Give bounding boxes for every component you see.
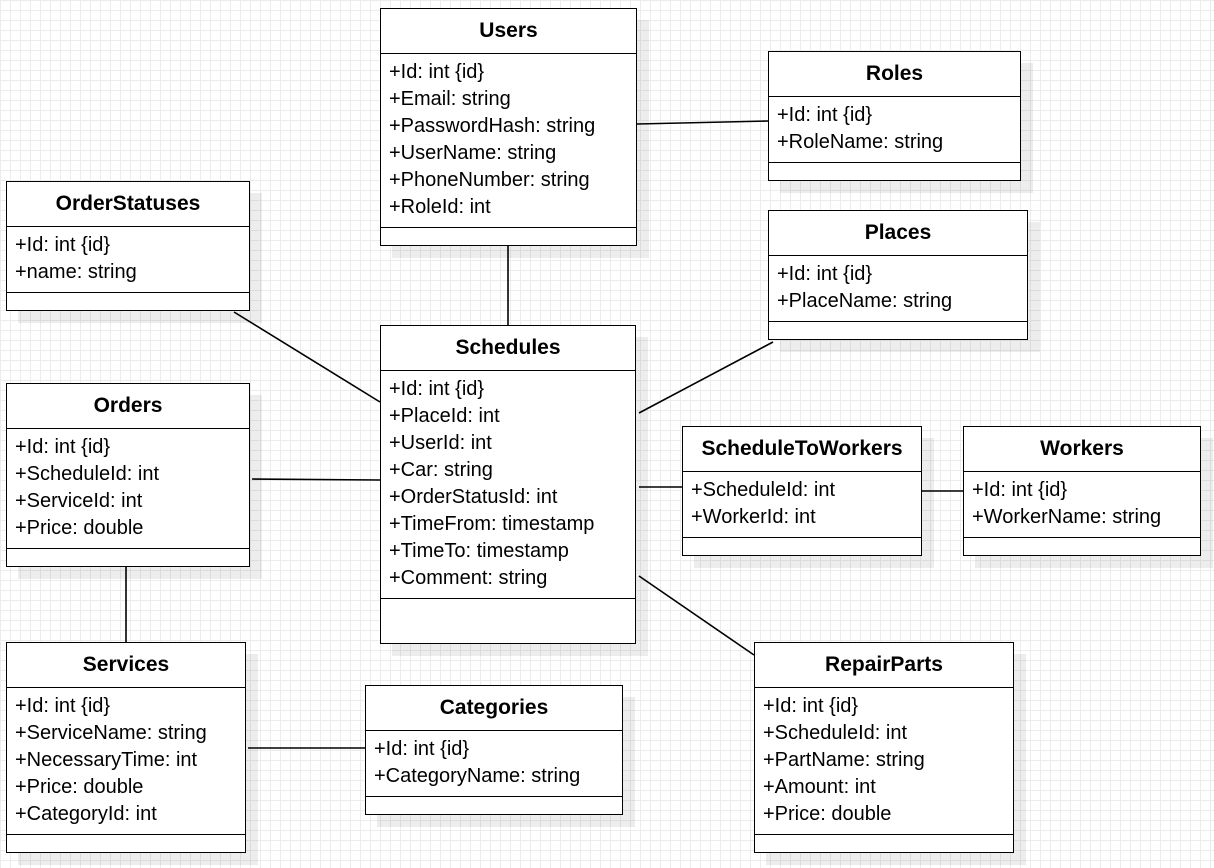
class-name: Services bbox=[7, 643, 245, 688]
attribute: +Car: string bbox=[389, 459, 493, 481]
attribute-compartment: +Id: int {id} +PlaceName: string bbox=[769, 256, 1027, 322]
association-places-schedules bbox=[638, 341, 774, 414]
attribute: +UserId: int bbox=[389, 432, 492, 454]
attribute: +Id: int {id} bbox=[15, 234, 111, 256]
attribute: +PasswordHash: string bbox=[389, 115, 596, 137]
class-users[interactable]: Users +Id: int {id} +Email: string +Passwor… bbox=[380, 8, 637, 246]
association-users-roles bbox=[636, 120, 769, 125]
operations-compartment bbox=[7, 549, 249, 563]
attribute: +Id: int {id} bbox=[15, 436, 111, 458]
class-name: Categories bbox=[366, 686, 622, 731]
class-services[interactable]: Services +Id: int {id} +ServiceName: strin… bbox=[6, 642, 246, 853]
association-orders-schedules bbox=[251, 478, 381, 481]
attribute-compartment: +Id: int {id} +RoleName: string bbox=[769, 97, 1020, 163]
attribute-compartment: +Id: int {id} +ScheduleId: int +PartName: … bbox=[755, 688, 1013, 835]
attribute: +RoleName: string bbox=[777, 131, 944, 153]
operations-compartment bbox=[755, 835, 1013, 849]
attribute: +NecessaryTime: int bbox=[15, 749, 198, 771]
attribute: +Amount: int bbox=[763, 776, 876, 798]
class-name: Orders bbox=[7, 384, 249, 429]
attribute: +Id: int {id} bbox=[389, 61, 485, 83]
attribute: +Id: int {id} bbox=[777, 104, 873, 126]
attribute: +Price: double bbox=[15, 776, 144, 798]
operations-compartment bbox=[7, 835, 245, 849]
attribute: +WorkerName: string bbox=[972, 506, 1162, 528]
operations-compartment bbox=[7, 293, 249, 307]
attribute: +RoleId: int bbox=[389, 196, 491, 218]
class-categories[interactable]: Categories +Id: int {id} +CategoryName: st… bbox=[365, 685, 623, 815]
attribute: +Id: int {id} bbox=[777, 263, 873, 285]
class-roles[interactable]: Roles +Id: int {id} +RoleName: string bbox=[768, 51, 1021, 181]
attribute: +Email: string bbox=[389, 88, 511, 110]
attribute: +PlaceName: string bbox=[777, 290, 953, 312]
attribute-compartment: +Id: int {id} +name: string bbox=[7, 227, 249, 293]
attribute-compartment: +ScheduleId: int +WorkerId: int bbox=[683, 472, 921, 538]
association-schedules-repairparts bbox=[638, 575, 755, 656]
attribute-compartment: +Id: int {id} +ServiceName: string +Necess… bbox=[7, 688, 245, 835]
association-orderstatuses-schedules bbox=[233, 311, 381, 403]
attribute: +ScheduleId: int bbox=[15, 463, 159, 485]
attribute: +Id: int {id} bbox=[763, 695, 859, 717]
class-workers[interactable]: Workers +Id: int {id} +WorkerName: string bbox=[963, 426, 1201, 556]
attribute: +PlaceId: int bbox=[389, 405, 500, 427]
attribute-compartment: +Id: int {id} +Email: string +PasswordHash… bbox=[381, 54, 636, 228]
class-orderstatuses[interactable]: OrderStatuses +Id: int {id} +name: string bbox=[6, 181, 250, 311]
attribute-compartment: +Id: int {id} +WorkerName: string bbox=[964, 472, 1200, 538]
attribute: +PhoneNumber: string bbox=[389, 169, 590, 191]
attribute: +TimeFrom: timestamp bbox=[389, 513, 595, 535]
class-name: ScheduleToWorkers bbox=[683, 427, 921, 472]
class-name: RepairParts bbox=[755, 643, 1013, 688]
operations-compartment bbox=[769, 322, 1027, 336]
attribute: +Id: int {id} bbox=[15, 695, 111, 717]
attribute: +Comment: string bbox=[389, 567, 548, 589]
attribute: +OrderStatusId: int bbox=[389, 486, 558, 508]
attribute: +Id: int {id} bbox=[389, 378, 485, 400]
attribute: +Price: double bbox=[15, 517, 144, 539]
class-name: Roles bbox=[769, 52, 1020, 97]
attribute: +Price: double bbox=[763, 803, 892, 825]
attribute: +CategoryName: string bbox=[374, 765, 581, 787]
attribute: +PartName: string bbox=[763, 749, 925, 771]
class-schedules[interactable]: Schedules +Id: int {id} +PlaceId: int +User… bbox=[380, 325, 636, 644]
attribute: +TimeTo: timestamp bbox=[389, 540, 569, 562]
operations-compartment bbox=[683, 538, 921, 552]
attribute: +WorkerId: int bbox=[691, 506, 816, 528]
class-name: Schedules bbox=[381, 326, 635, 371]
attribute-compartment: +Id: int {id} +ScheduleId: int +ServiceId:… bbox=[7, 429, 249, 549]
attribute-compartment: +Id: int {id} +PlaceId: int +UserId: int +C… bbox=[381, 371, 635, 599]
operations-compartment bbox=[769, 163, 1020, 177]
attribute: +ServiceId: int bbox=[15, 490, 143, 512]
operations-compartment bbox=[964, 538, 1200, 552]
attribute: +CategoryId: int bbox=[15, 803, 157, 825]
attribute: +ScheduleId: int bbox=[691, 479, 835, 501]
operations-compartment bbox=[366, 797, 622, 811]
attribute: +name: string bbox=[15, 261, 137, 283]
class-places[interactable]: Places +Id: int {id} +PlaceName: string bbox=[768, 210, 1028, 340]
class-repairparts[interactable]: RepairParts +Id: int {id} +ScheduleId: int… bbox=[754, 642, 1014, 853]
attribute: +ScheduleId: int bbox=[763, 722, 907, 744]
attribute: +ServiceName: string bbox=[15, 722, 207, 744]
operations-compartment bbox=[381, 599, 635, 613]
attribute: +Id: int {id} bbox=[972, 479, 1068, 501]
class-name: OrderStatuses bbox=[7, 182, 249, 227]
operations-compartment bbox=[381, 228, 636, 242]
class-name: Places bbox=[769, 211, 1027, 256]
attribute: +Id: int {id} bbox=[374, 738, 470, 760]
class-name: Workers bbox=[964, 427, 1200, 472]
class-name: Users bbox=[381, 9, 636, 54]
class-orders[interactable]: Orders +Id: int {id} +ScheduleId: int +Serv… bbox=[6, 383, 250, 567]
class-scheduletoworkers[interactable]: ScheduleToWorkers +ScheduleId: int +Worker… bbox=[682, 426, 922, 556]
attribute: +UserName: string bbox=[389, 142, 557, 164]
attribute-compartment: +Id: int {id} +CategoryName: string bbox=[366, 731, 622, 797]
